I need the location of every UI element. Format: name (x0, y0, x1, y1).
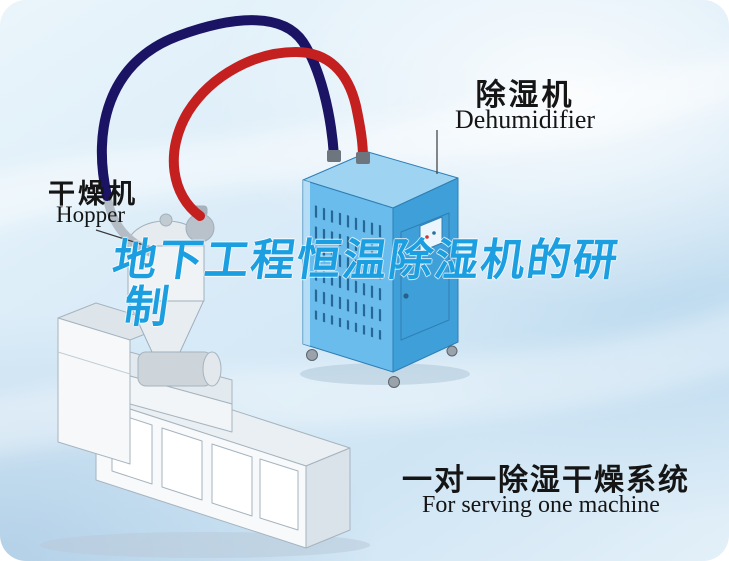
dehumidifier-label-en: Dehumidifier (454, 105, 596, 134)
title-overlay-line2: 制 (120, 282, 174, 332)
dehumidifier-label-zh: 除湿机 (475, 79, 575, 112)
hopper-top-cap (159, 213, 173, 227)
hopper-dome (127, 220, 205, 247)
machine-end-face (305, 447, 351, 549)
hopper-label-en: Hopper (56, 202, 125, 227)
caption-zh: 一对一除湿干燥系统 (402, 464, 690, 497)
vent-grille (311, 198, 385, 341)
machine-illustration (57, 302, 351, 549)
hopper-leader-line (95, 229, 151, 248)
pipe-navy (96, 15, 339, 201)
caster-wheels (306, 345, 458, 388)
hopper-body (127, 242, 205, 302)
machine-panel (259, 458, 299, 531)
side-door-outline (400, 212, 450, 341)
barrel-end (202, 351, 222, 387)
tower-panel-line (57, 351, 131, 375)
tower-front-face (57, 317, 131, 465)
pipe-fitting (356, 152, 370, 164)
pipe-fitting (327, 150, 341, 162)
return-elbow-pipe (102, 191, 155, 257)
barrel-cylinder (137, 351, 213, 387)
dehumidifier-illustration (302, 151, 459, 388)
dehumidifier-shadow (300, 363, 470, 385)
hopper-illustration (102, 191, 215, 353)
machine-panel (211, 443, 253, 517)
hopper-label-zh: 干燥机 (48, 179, 138, 209)
pipe-red (168, 46, 368, 221)
door-knob (403, 293, 409, 299)
caption-en: For serving one machine (422, 492, 660, 518)
title-overlay-line1: 地下工程恒温除湿机的研 (109, 236, 623, 285)
control-panel (419, 216, 443, 253)
cabinet-edge-highlight (303, 180, 310, 346)
machine-panel (161, 427, 203, 501)
title-overlay: 地下工程恒温除湿机的研 制 (103, 236, 623, 332)
indicator-light (425, 235, 429, 239)
indicator-light (432, 231, 436, 235)
